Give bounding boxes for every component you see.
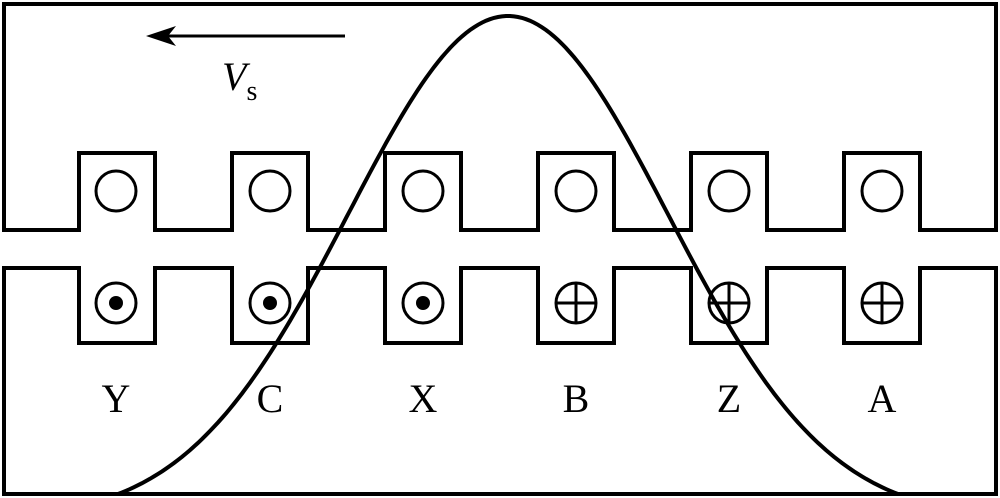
stator-conductor-x-dot <box>401 281 445 325</box>
field-wave <box>68 14 936 496</box>
rotor-conductor-b <box>554 169 598 213</box>
velocity-label: Vs <box>222 54 257 107</box>
rotor-conductor-x <box>401 169 445 213</box>
stator-conductor-a-cross <box>860 281 904 325</box>
rotor-conductor-y <box>94 169 138 213</box>
slot-label-z: Z <box>717 376 741 421</box>
velocity-symbol: V <box>222 54 251 99</box>
velocity-arrow <box>146 26 345 46</box>
upper-core <box>2 2 998 232</box>
slot-label-a: A <box>868 376 897 421</box>
rotor-conductor-c <box>248 169 292 213</box>
velocity-subscript: s <box>246 76 257 107</box>
lower-core <box>2 266 998 496</box>
rotor-conductor-z <box>707 169 751 213</box>
slot-label-x: X <box>409 376 438 421</box>
slot-label-c: C <box>257 376 284 421</box>
stator-conductor-y-dot <box>94 281 138 325</box>
slot-label-y: Y <box>102 376 131 421</box>
stator-conductor-b-cross <box>554 281 598 325</box>
stator-conductor-c-dot <box>248 281 292 325</box>
slot-label-b: B <box>563 376 590 421</box>
rotor-conductor-a <box>860 169 904 213</box>
